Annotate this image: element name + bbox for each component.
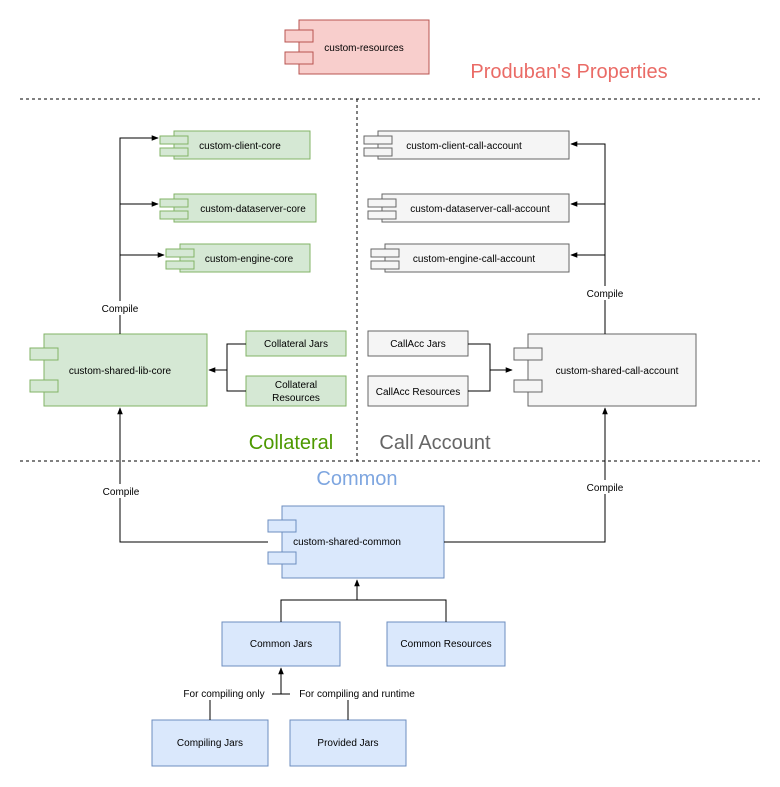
component-label: custom-dataserver-core — [200, 204, 306, 215]
box-collateral-jars[interactable]: Collateral Jars — [245, 330, 347, 357]
box-collateral-resources[interactable]: Collateral Resources — [245, 375, 347, 407]
box-label: Common Jars — [250, 639, 312, 650]
component-custom-resources[interactable]: custom-resources — [284, 19, 430, 75]
box-label: CallAcc Resources — [376, 387, 460, 398]
edge-shared-lib-core-to-cores — [119, 135, 165, 334]
component-label: custom-client-call-account — [406, 141, 522, 152]
edge-shared-call-account-to-apps — [570, 141, 606, 334]
component-custom-dataserver-call-account[interactable]: custom-dataserver-call-account — [367, 193, 570, 223]
component-label: custom-shared-call-account — [556, 366, 679, 377]
edge-label-compile: Compile — [102, 304, 139, 315]
component-label: custom-shared-lib-core — [69, 366, 172, 377]
component-custom-shared-common[interactable]: custom-shared-common — [267, 505, 445, 579]
component-label: custom-engine-core — [205, 254, 294, 265]
component-custom-shared-lib-core[interactable]: custom-shared-lib-core — [29, 333, 208, 407]
component-custom-engine-core[interactable]: custom-engine-core — [165, 243, 311, 273]
component-label: custom-resources — [324, 43, 403, 54]
component-custom-client-core[interactable]: custom-client-core — [159, 130, 311, 160]
component-label: custom-client-core — [199, 141, 281, 152]
box-common-jars[interactable]: Common Jars — [221, 621, 341, 667]
edge-label-for-compiling-and-runtime: For compiling and runtime — [299, 689, 415, 700]
box-label-line2: Resources — [272, 393, 320, 404]
edge-common-deps-to-shared-common — [280, 579, 447, 622]
produban-title: Produban's Properties — [470, 61, 667, 83]
component-label: custom-dataserver-call-account — [410, 204, 550, 215]
box-label: Compiling Jars — [177, 738, 243, 749]
edge-shared-common-to-shared-lib-core — [117, 407, 268, 543]
box-label-line1: Collateral — [275, 380, 317, 391]
component-custom-shared-call-account[interactable]: custom-shared-call-account — [513, 333, 697, 407]
box-label: Collateral Jars — [264, 339, 328, 350]
box-provided-jars[interactable]: Provided Jars — [289, 719, 407, 767]
box-common-resources[interactable]: Common Resources — [386, 621, 506, 667]
box-label: Common Resources — [400, 639, 491, 650]
edge-label-compile: Compile — [587, 289, 624, 300]
call-account-title: Call Account — [379, 432, 491, 454]
box-compiling-jars[interactable]: Compiling Jars — [151, 719, 269, 767]
common-title: Common — [316, 468, 397, 490]
box-label: Provided Jars — [317, 738, 378, 749]
box-label: CallAcc Jars — [390, 339, 446, 350]
component-label: custom-engine-call-account — [413, 254, 536, 265]
edge-label-for-compiling-only: For compiling only — [183, 689, 264, 700]
edge-collateral-deps-to-shared-lib-core — [208, 343, 246, 392]
collateral-title: Collateral — [249, 432, 333, 454]
component-custom-dataserver-core[interactable]: custom-dataserver-core — [159, 193, 317, 223]
edge-label-compile: Compile — [103, 487, 140, 498]
edge-label-compile: Compile — [587, 483, 624, 494]
box-callacc-resources[interactable]: CallAcc Resources — [367, 375, 469, 407]
edge-callacc-deps-to-shared-call-account — [468, 343, 513, 392]
edge-shared-common-to-shared-call-account — [444, 407, 608, 543]
component-custom-engine-call-account[interactable]: custom-engine-call-account — [370, 243, 570, 273]
edge-jars-to-common-jars — [209, 667, 349, 720]
box-callacc-jars[interactable]: CallAcc Jars — [367, 330, 469, 357]
component-label: custom-shared-common — [293, 537, 401, 548]
component-custom-client-call-account[interactable]: custom-client-call-account — [363, 130, 570, 160]
